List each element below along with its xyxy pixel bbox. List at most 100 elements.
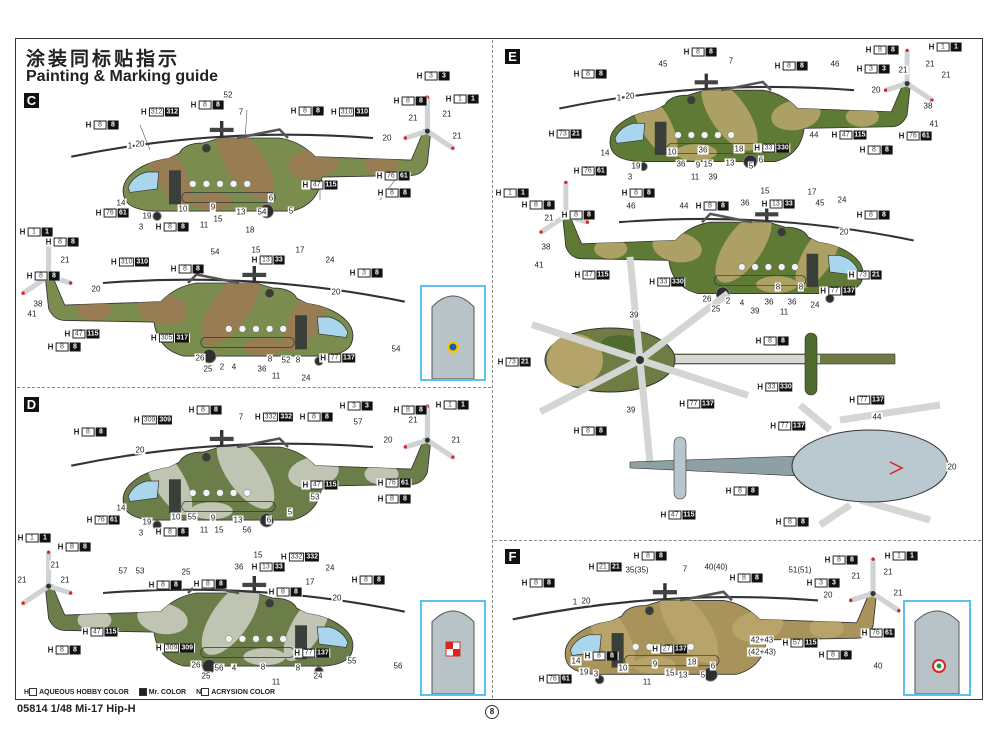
rotor-head [694,80,718,85]
porthole [189,180,197,188]
rotor-blade [638,356,750,399]
product-footer: 05814 1/48 Mi-17 Hip-H [17,703,136,715]
porthole [714,131,722,139]
engine-intake [777,228,786,237]
detail-inset-c [420,285,486,381]
title-chinese: 涂装同标贴指示 [26,48,181,70]
main-wheel [202,348,217,364]
heli-d-right [21,550,405,676]
nose-wheel [638,161,648,172]
fuselage [44,273,354,357]
heli-d-left [71,404,455,530]
fuel-tank [181,192,276,203]
cargo-door [169,479,181,514]
nose-wheel [594,674,605,685]
cockpit-glazing [127,171,160,193]
cockpit-glazing [316,316,349,338]
detail-inset-d [420,600,486,696]
rotor-head [242,272,267,278]
rotor-blade [637,290,731,363]
section-divider-cd [17,387,491,388]
fuselage [562,213,864,294]
cargo-door [295,315,307,350]
fuselage [122,437,432,521]
column-divider [492,40,493,698]
porthole [674,131,682,139]
acrysion-swatch-icon [201,688,210,696]
nose-wheel [152,520,162,530]
porthole [727,131,735,139]
porthole [687,131,695,139]
fuselage [564,591,877,675]
cargo-door [169,170,181,205]
legend-mr: Mr. COLOR [138,688,187,696]
cargo-door [295,625,307,660]
engine-intake [645,606,654,616]
nose-detail-d [431,610,475,694]
main-wheel [202,658,217,674]
main-wheel [703,667,718,682]
heli-e-top-view [530,256,896,464]
porthole [225,325,233,333]
porthole [764,263,772,271]
nose-wheel [825,293,835,304]
nose-wheel [314,666,324,676]
porthole [252,325,260,333]
inset-callout-d: 56 [393,661,403,671]
section-label-c: C [24,93,39,108]
guide-frame [15,38,983,700]
porthole [701,131,709,139]
aqueous-swatch-icon [29,688,38,696]
rotor-blade [859,496,931,524]
cockpit-glazing [316,626,349,648]
page-number: 8 [485,705,499,719]
nose-wheel [314,356,324,366]
heli-c-left [71,95,455,221]
heli-f-left [512,557,901,685]
legend-aqueous-prefix: H [24,688,30,696]
cargo-door [806,253,819,287]
roundel-marking [889,461,904,475]
porthole [189,489,197,497]
porthole [659,643,667,651]
legend-aqueous-label: AQUEOUS HOBBY COLOR [39,688,129,696]
rotor-head [209,127,234,133]
cockpit-glazing [614,123,646,144]
porthole [216,489,224,497]
mr-color-swatch-icon [138,688,147,696]
legend-acrysion-label: ACRYSION COLOR [211,688,276,696]
main-wheel [259,512,274,528]
rotor-head [755,212,779,217]
porthole [738,263,746,271]
section-label-f: F [505,549,520,564]
heli-e-right [539,180,914,304]
porthole [279,325,287,333]
porthole [751,263,759,271]
porthole [265,325,274,333]
fuselage [609,81,911,162]
legend-mr-label: Mr. COLOR [148,688,187,696]
cargo-door [611,633,624,668]
porthole [202,489,211,497]
porthole [673,643,681,651]
tail-rotor [403,95,455,151]
engine-intake [265,598,274,608]
engine-intake [202,452,211,462]
inset-callout-f: 40 [873,661,883,671]
fuselage [44,583,354,667]
page-title: Painting & Marking guide [26,68,219,85]
porthole [202,180,211,188]
rotor-head [209,436,234,442]
detail-inset-f [903,600,971,696]
porthole [238,325,247,333]
rotor-head [652,590,677,595]
porthole [238,635,247,643]
rotor-blade [636,359,654,464]
nose-detail-f [914,610,960,694]
legend-aqueous: H AQUEOUS HOBBY COLOR [24,688,129,696]
porthole [687,643,695,651]
tail-rotor [848,557,901,613]
